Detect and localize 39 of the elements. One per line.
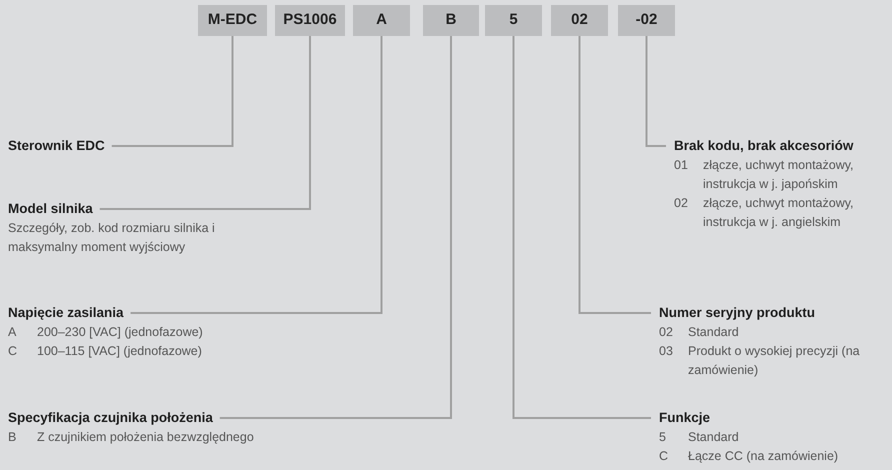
- option-description: Z czujnikiem położenia bezwzględnego: [37, 429, 255, 446]
- option-code: B: [8, 429, 18, 446]
- code-segment-box: A: [353, 5, 410, 36]
- leader-line: [646, 36, 666, 147]
- option-code: C: [8, 343, 18, 360]
- leader-line: [578, 36, 651, 314]
- leader-line: [100, 36, 311, 210]
- option-heading: Numer seryjny produktu: [651, 304, 816, 322]
- option-description: Szczegóły, zob. kod rozmiaru silnika i maksymalny moment wyjściowy: [8, 220, 216, 256]
- option-description: Łącze CC (na zamówienie): [688, 448, 840, 465]
- code-segment-box: M-EDC: [198, 5, 267, 36]
- code-segment-box: -02: [618, 5, 675, 36]
- option-heading: Napięcie zasilania: [8, 304, 131, 322]
- option-code: 5: [659, 429, 667, 446]
- option-description: Standard: [688, 324, 740, 341]
- code-segment-box: 02: [551, 5, 608, 36]
- option-description: złącze, uchwyt montażowy, instrukcja w j. angielskim: [703, 195, 855, 231]
- leader-line: [130, 36, 382, 314]
- option-code: A: [8, 324, 18, 341]
- option-code: 03: [659, 343, 674, 360]
- option-code: 01: [674, 157, 689, 174]
- option-heading: Model silnika: [8, 200, 100, 218]
- code-segment-box: 5: [485, 5, 542, 36]
- option-description: Produkt o wysokiej precyzji (na zamówienie): [688, 343, 861, 379]
- option-heading: Sterownik EDC: [8, 137, 112, 155]
- leader-line: [512, 36, 651, 419]
- option-description: Standard: [688, 429, 740, 446]
- option-code: 02: [674, 195, 689, 212]
- option-description: 100–115 [VAC] (jednofazowe): [37, 343, 203, 360]
- option-code: 02: [659, 324, 674, 341]
- leader-line: [112, 36, 234, 147]
- code-segment-box: PS1006: [275, 5, 345, 36]
- option-heading: Brak kodu, brak akcesoriów: [666, 137, 854, 155]
- option-code: C: [659, 448, 670, 465]
- code-segment-box: B: [423, 5, 479, 36]
- option-heading: Funkcje: [651, 409, 710, 427]
- option-heading: Specyfikacja czujnika położenia: [8, 409, 220, 427]
- option-description: 200–230 [VAC] (jednofazowe): [37, 324, 204, 341]
- leader-line: [220, 36, 452, 419]
